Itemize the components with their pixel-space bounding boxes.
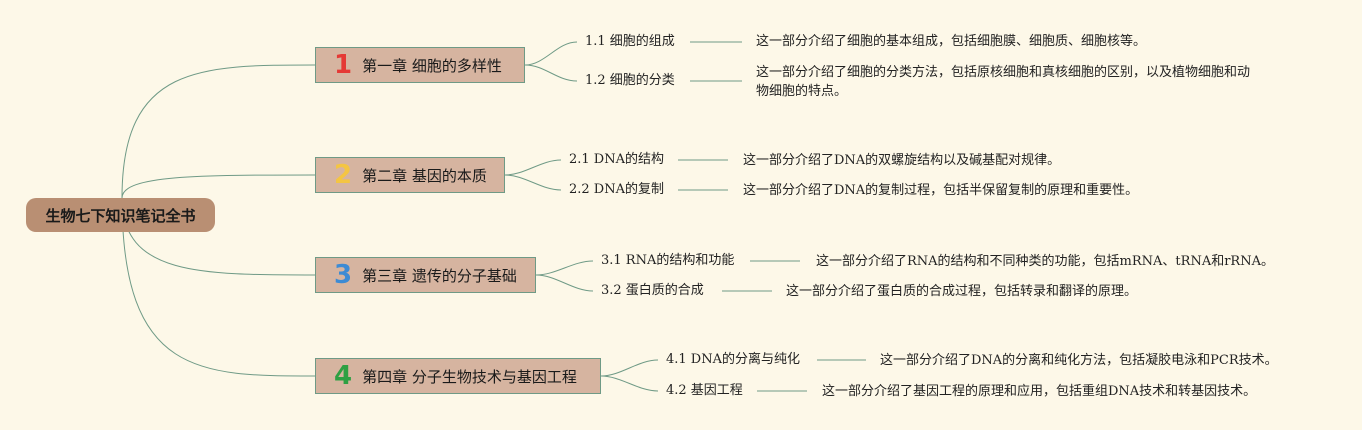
- section-3-2-description: 这一部分介绍了蛋白质的合成过程，包括转录和翻译的原理。: [786, 284, 1138, 299]
- chapter-number: 2: [334, 160, 353, 190]
- section-2-1-description: 这一部分介绍了DNA的双螺旋结构以及碱基配对规律。: [743, 153, 1061, 168]
- chapter-number: 1: [334, 50, 353, 80]
- section-4-2[interactable]: 4.2 基因工程: [666, 383, 743, 398]
- chapter-3-to-section-1-line: [535, 260, 594, 276]
- section-3-2[interactable]: 3.2 蛋白质的合成: [601, 283, 704, 298]
- section-1-2-description: 这一部分介绍了细胞的分类方法，包括原核细胞和真核细胞的区别，以及植物细胞和动物细…: [756, 65, 1251, 99]
- section-3-1-description: 这一部分介绍了RNA的结构和不同种类的功能，包括mRNA、tRNA和rRNA。: [816, 254, 1274, 269]
- chapter-2-node[interactable]: 2 第二章 基因的本质: [315, 157, 505, 193]
- chapter-2-to-section-2-line: [504, 174, 562, 191]
- section-4-1[interactable]: 4.1 DNA的分离与纯化: [666, 352, 800, 367]
- chapter-number: 3: [334, 260, 353, 290]
- section-3-1[interactable]: 3.1 RNA的结构和功能: [601, 253, 735, 268]
- section-2-1[interactable]: 2.1 DNA的结构: [569, 152, 664, 167]
- chapter-number: 4: [334, 361, 353, 391]
- chapter-1-node[interactable]: 1 第一章 细胞的多样性: [315, 47, 525, 83]
- root-to-chapter-2-line: [121, 174, 316, 199]
- root-to-chapter-4-line: [121, 197, 316, 377]
- section-4-2-description: 这一部分介绍了基因工程的原理和应用，包括重组DNA技术和转基因技术。: [822, 384, 1257, 399]
- section-1-1[interactable]: 1.1 细胞的组成: [585, 34, 675, 49]
- root-topic[interactable]: 生物七下知识笔记全书: [26, 198, 215, 232]
- chapter-3-node[interactable]: 3 第三章 遗传的分子基础: [315, 257, 536, 293]
- root-to-chapter-1-line: [121, 64, 316, 199]
- section-2-2[interactable]: 2.2 DNA的复制: [569, 182, 664, 197]
- section-4-1-description: 这一部分介绍了DNA的分离和纯化方法，包括凝胶电泳和PCR技术。: [880, 353, 1278, 368]
- chapter-4-to-section-1-line: [600, 359, 659, 377]
- chapter-4-to-section-2-line: [600, 375, 659, 392]
- chapter-4-node[interactable]: 4 第四章 分子生物技术与基因工程: [315, 358, 601, 394]
- section-1-1-description: 这一部分介绍了细胞的基本组成，包括细胞膜、细胞质、细胞核等。: [756, 34, 1147, 49]
- chapter-title: 第一章 细胞的多样性: [362, 56, 502, 75]
- chapter-3-to-section-2-line: [535, 274, 594, 292]
- chapter-title: 第四章 分子生物技术与基因工程: [362, 367, 577, 386]
- chapter-2-to-section-1-line: [504, 159, 562, 176]
- section-1-2[interactable]: 1.2 细胞的分类: [585, 73, 675, 88]
- section-2-2-description: 这一部分介绍了DNA的复制过程，包括半保留复制的原理和重要性。: [743, 183, 1139, 198]
- chapter-1-to-section-1-line: [524, 41, 578, 66]
- chapter-title: 第二章 基因的本质: [362, 166, 487, 185]
- chapter-title: 第三章 遗传的分子基础: [362, 266, 517, 285]
- chapter-1-to-section-2-line: [524, 64, 578, 82]
